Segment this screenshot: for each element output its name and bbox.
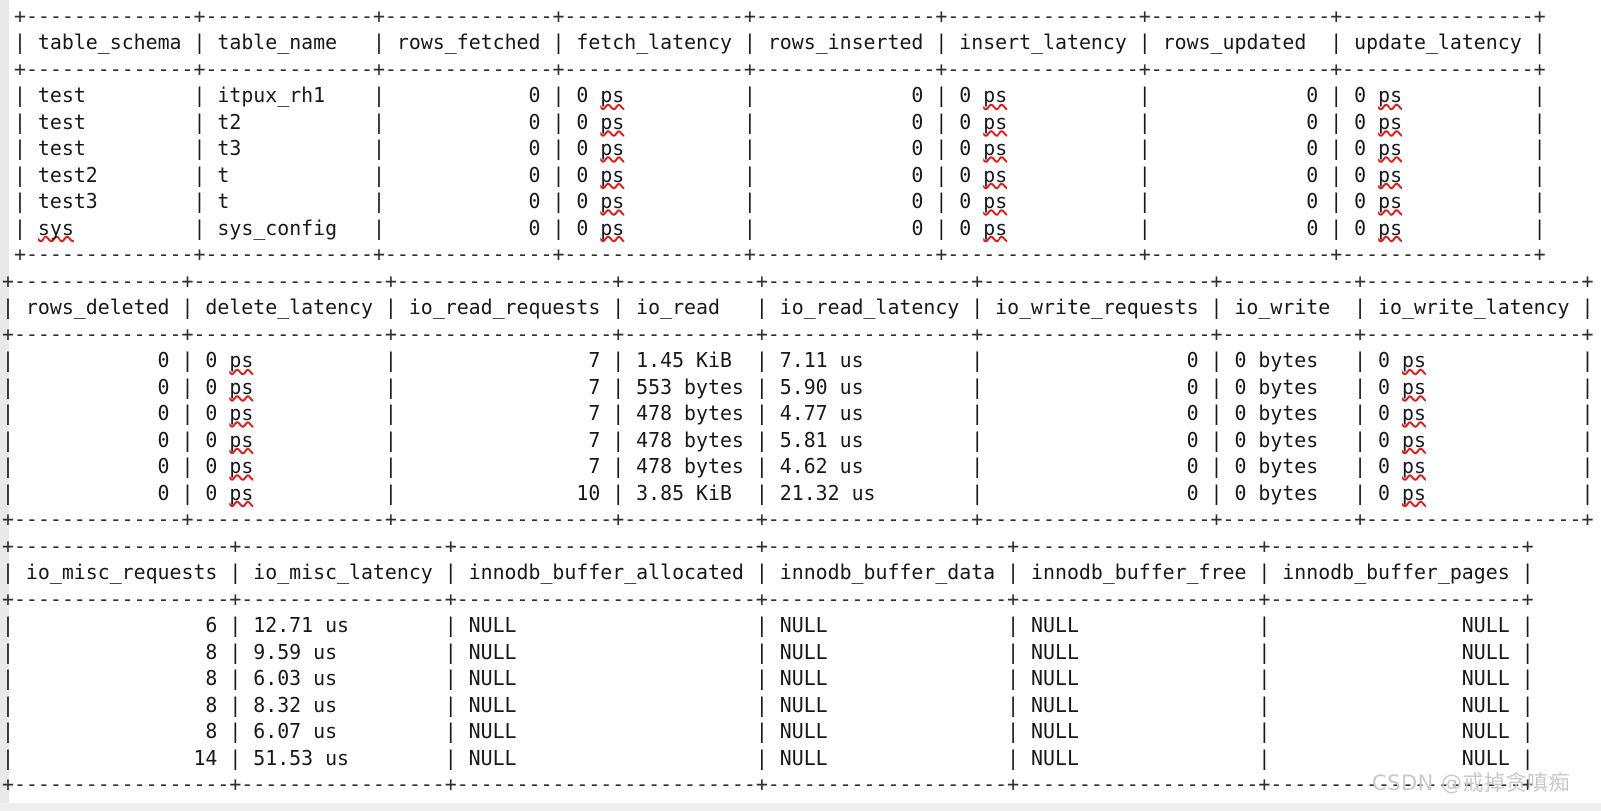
table-row: | 0 | 0 ps | 10 | 3.85 KiB | 21.32 us | … bbox=[2, 480, 1594, 505]
result-table-3: +------------------+-----------------+--… bbox=[2, 533, 1582, 797]
table-header-row: | table_schema | table_name | rows_fetch… bbox=[14, 30, 1546, 55]
table-border-line: +--------------+--------------+---------… bbox=[14, 4, 1546, 28]
result-table-2: +--------------+----------------+-------… bbox=[2, 268, 1601, 532]
table-row: | 8 | 9.59 us | NULL | NULL | NULL | NUL… bbox=[2, 639, 1534, 664]
table-row: | 0 | 0 ps | 7 | 478 bytes | 4.77 us | 0… bbox=[2, 401, 1594, 426]
table-row: | 0 | 0 ps | 7 | 1.45 KiB | 7.11 us | 0 … bbox=[2, 348, 1594, 373]
table-header-row: | io_misc_requests | io_misc_latency | i… bbox=[2, 560, 1534, 585]
table-border-line: +------------------+-----------------+--… bbox=[2, 771, 1534, 796]
table-row: | test2 | t | 0 | 0 ps | 0 | 0 ps | 0 | … bbox=[14, 162, 1546, 187]
table-border-line: +--------------+----------------+-------… bbox=[2, 321, 1594, 346]
table-row: | 0 | 0 ps | 7 | 553 bytes | 5.90 us | 0… bbox=[2, 374, 1594, 399]
table-header-row: | rows_deleted | delete_latency | io_rea… bbox=[2, 295, 1594, 320]
table-border-line: +--------------+----------------+-------… bbox=[2, 506, 1594, 531]
table-row: | test3 | t | 0 | 0 ps | 0 | 0 ps | 0 | … bbox=[14, 189, 1546, 214]
table-row: | 8 | 8.32 us | NULL | NULL | NULL | NUL… bbox=[2, 692, 1534, 717]
table-row: | test | t3 | 0 | 0 ps | 0 | 0 ps | 0 | … bbox=[14, 136, 1546, 161]
table-border-line: +--------------+--------------+---------… bbox=[14, 241, 1546, 266]
left-gutter-strip bbox=[0, 0, 9, 811]
table-row: | 14 | 51.53 us | NULL | NULL | NULL | N… bbox=[2, 745, 1534, 770]
result-table-1: +--------------+--------------+---------… bbox=[14, 3, 1594, 267]
table-row: | 0 | 0 ps | 7 | 478 bytes | 5.81 us | 0… bbox=[2, 427, 1594, 452]
table-row: | test | t2 | 0 | 0 ps | 0 | 0 ps | 0 | … bbox=[14, 109, 1546, 134]
table-row: | test | itpux_rh1 | 0 | 0 ps | 0 | 0 ps… bbox=[14, 83, 1546, 108]
table-border-line: +--------------+----------------+-------… bbox=[2, 269, 1594, 293]
csdn-watermark: CSDN @戒掉贪嗔痴 bbox=[1372, 771, 1571, 795]
bottom-gutter-strip bbox=[0, 803, 1601, 811]
table-row: | 0 | 0 ps | 7 | 478 bytes | 4.62 us | 0… bbox=[2, 454, 1594, 479]
table-border-line: +--------------+--------------+---------… bbox=[14, 56, 1546, 81]
table-row: | 8 | 6.07 us | NULL | NULL | NULL | NUL… bbox=[2, 719, 1534, 744]
table-border-line: +------------------+-----------------+--… bbox=[2, 586, 1534, 611]
table-row: | sys | sys_config | 0 | 0 ps | 0 | 0 ps… bbox=[14, 215, 1546, 240]
table-row: | 6 | 12.71 us | NULL | NULL | NULL | NU… bbox=[2, 613, 1534, 638]
table-border-line: +------------------+-----------------+--… bbox=[2, 534, 1534, 558]
table-row: | 8 | 6.03 us | NULL | NULL | NULL | NUL… bbox=[2, 666, 1534, 691]
